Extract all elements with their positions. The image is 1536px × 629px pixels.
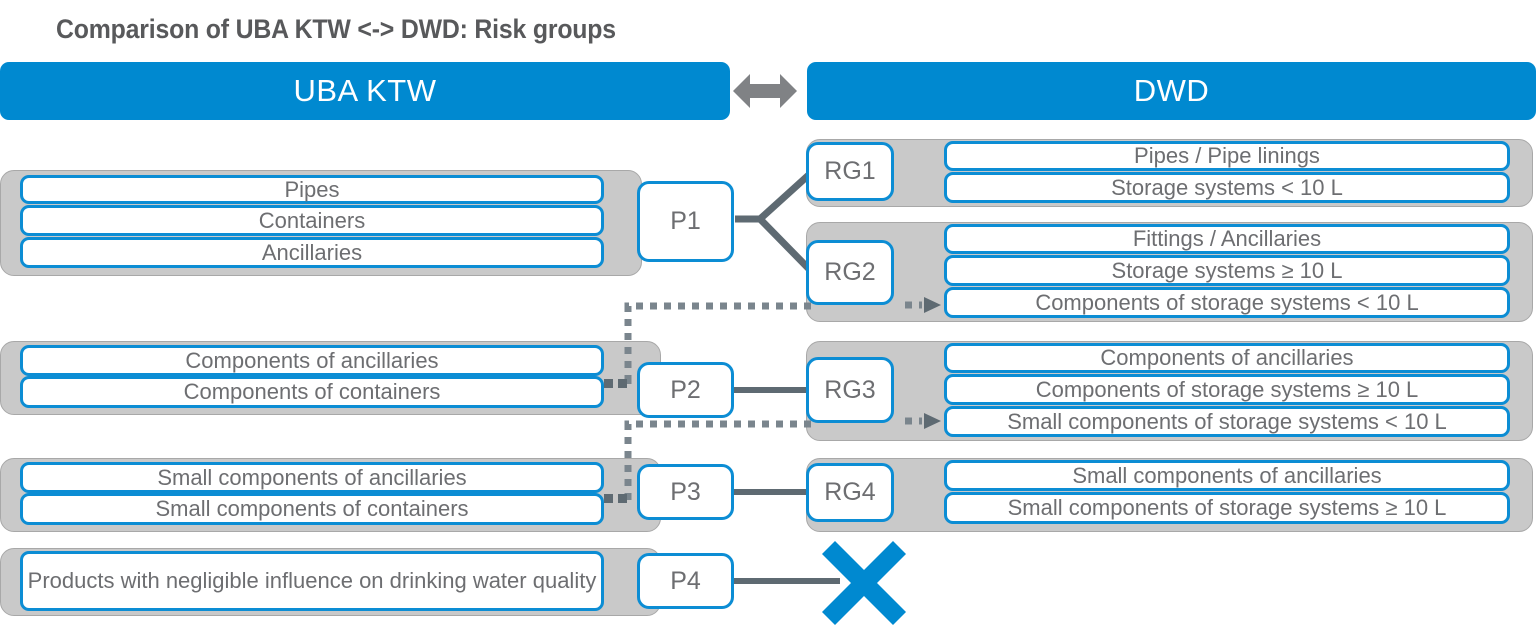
list-item[interactable]: Small components of ancillaries (944, 460, 1510, 491)
node-p2[interactable]: P2 (637, 362, 734, 418)
header-uba-ktw: UBA KTW (0, 62, 730, 120)
list-item[interactable]: Fittings / Ancillaries (944, 224, 1510, 254)
node-p1[interactable]: P1 (637, 181, 734, 262)
list-item[interactable]: Small components of storage systems ≥ 10… (944, 492, 1510, 524)
node-rg3[interactable]: RG3 (806, 357, 894, 423)
list-item[interactable]: Small components of storage systems < 10… (944, 406, 1510, 437)
list-item[interactable]: Components of ancillaries (944, 343, 1510, 373)
list-item[interactable]: Storage systems ≥ 10 L (944, 255, 1510, 286)
node-rg2[interactable]: RG2 (806, 240, 894, 305)
node-rg4[interactable]: RG4 (806, 463, 894, 522)
header-dwd-label: DWD (1133, 73, 1210, 108)
list-item[interactable]: Small components of ancillaries (20, 462, 604, 493)
list-item[interactable]: Components of storage systems ≥ 10 L (944, 374, 1510, 405)
list-item[interactable]: Components of ancillaries (20, 345, 604, 376)
node-rg1[interactable]: RG1 (806, 142, 894, 201)
page-title: Comparison of UBA KTW <-> DWD: Risk grou… (56, 14, 616, 44)
header-uba-label: UBA KTW (293, 73, 437, 108)
list-item[interactable]: Components of storage systems < 10 L (944, 287, 1510, 318)
header-dwd: DWD (807, 62, 1536, 120)
node-p3[interactable]: P3 (637, 464, 734, 520)
list-item[interactable]: Pipes (20, 175, 604, 204)
list-item[interactable]: Products with negligible influence on dr… (20, 551, 604, 611)
list-item[interactable]: Storage systems < 10 L (944, 172, 1510, 203)
node-p4[interactable]: P4 (637, 553, 734, 609)
list-item[interactable]: Small components of containers (20, 493, 604, 525)
list-item[interactable]: Components of containers (20, 376, 604, 408)
double-arrow-icon (733, 74, 797, 108)
list-item[interactable]: Containers (20, 205, 604, 236)
list-item[interactable]: Pipes / Pipe linings (944, 141, 1510, 171)
no-equivalent-x-icon (822, 541, 906, 625)
list-item[interactable]: Ancillaries (20, 237, 604, 268)
